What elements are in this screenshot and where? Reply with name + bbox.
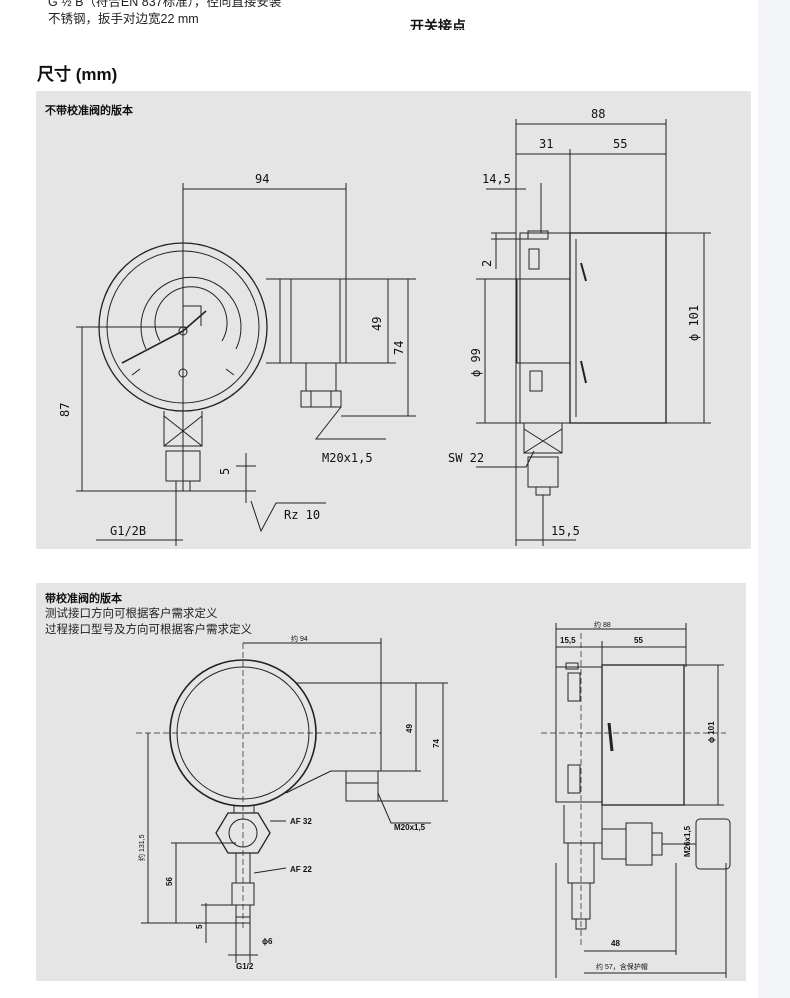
- panel-1-label: 不带校准阀的版本: [45, 105, 133, 117]
- panel-2-label: 带校准阀的版本: [45, 593, 122, 605]
- dim2-57: 约 57，含保护帽: [596, 962, 648, 971]
- dim-14-5: 14,5: [482, 172, 511, 186]
- dimensions-title: 尺寸 (mm): [37, 65, 118, 84]
- dim2-56: 56: [165, 877, 174, 886]
- dim2-48: 48: [611, 939, 620, 948]
- side-view-valve: [541, 623, 731, 978]
- switch-contacts-title: 开关接点: [410, 18, 466, 30]
- front-view: [76, 183, 416, 546]
- dim-rz10: Rz 10: [284, 508, 320, 522]
- panel-2-note-1: 测试接口方向可根据客户需求定义: [45, 608, 218, 620]
- dim2-g12: G1/2: [236, 962, 254, 971]
- drawing-with-valve: 约 94 约 88 15,5 55 49 74 ϕ 101 AF 32 AF 2…: [136, 620, 731, 978]
- drawing-panel-with-valve: 带校准阀的版本 测试接口方向可根据客户需求定义 过程接口型号及方向可根据客户需求…: [36, 583, 746, 981]
- dim2-15-5: 15,5: [560, 636, 576, 645]
- dim-94: 94: [255, 172, 269, 186]
- dim2-74: 74: [432, 739, 441, 748]
- dim2-phi6: ϕ6: [262, 937, 273, 946]
- dim-5: 5: [218, 468, 232, 475]
- header-line-1: G ½ B（符合EN 837标准），径向直接安装: [48, 0, 282, 9]
- dim2-m20: M20x1,5: [394, 823, 426, 832]
- dim2-101: ϕ 101: [707, 721, 716, 743]
- dim-2: 2: [480, 260, 494, 267]
- front-view-valve: [136, 638, 448, 963]
- dim-55: 55: [613, 137, 627, 151]
- dimension-labels-2: 约 94 约 88 15,5 55 49 74 ϕ 101 AF 32 AF 2…: [137, 620, 716, 971]
- dim-15-5: 15,5: [551, 524, 580, 538]
- dim2-88: 约 88: [594, 620, 611, 629]
- dim2-af32: AF 32: [290, 817, 312, 826]
- dim-31: 31: [539, 137, 553, 151]
- side-view: [476, 119, 711, 546]
- dim2-94: 约 94: [291, 634, 308, 643]
- dim-49: 49: [370, 317, 384, 331]
- dim-g12b: G1/2B: [110, 524, 146, 538]
- drawing-panel-without-valve: 不带校准阀的版本: [36, 91, 751, 549]
- header-text: G ½ B（符合EN 837标准），径向直接安装 不锈钢，扳手对边宽22 mm: [48, 0, 281, 28]
- dim2-af22: AF 22: [290, 865, 312, 874]
- dim-phi-101: ϕ 101: [687, 305, 701, 341]
- dim2-55: 55: [634, 636, 643, 645]
- right-margin-strip: [758, 0, 790, 998]
- dimension-labels: 94 88 31 55 14,5 2 49 74 87 ϕ 99 ϕ 101 5…: [58, 107, 701, 538]
- header-line-2: 不锈钢，扳手对边宽22 mm: [48, 12, 199, 26]
- dim-m20: M20x1,5: [322, 451, 373, 465]
- dim-88: 88: [591, 107, 605, 121]
- dim2-m26: M26x1,5: [683, 825, 692, 857]
- drawing-without-valve: 94 88 31 55 14,5 2 49 74 87 ϕ 99 ϕ 101 5…: [58, 107, 711, 546]
- dim-74: 74: [392, 341, 406, 355]
- dim2-5: 5: [195, 924, 204, 929]
- dim-sw22: SW 22: [448, 451, 484, 465]
- dim2-49: 49: [405, 724, 414, 733]
- dim-87: 87: [58, 403, 72, 417]
- dim2-131: 约 131,5: [137, 834, 146, 861]
- dim-phi-99: ϕ 99: [469, 348, 483, 377]
- panel-2-note-2: 过程接口型号及方向可根据客户需求定义: [45, 624, 252, 636]
